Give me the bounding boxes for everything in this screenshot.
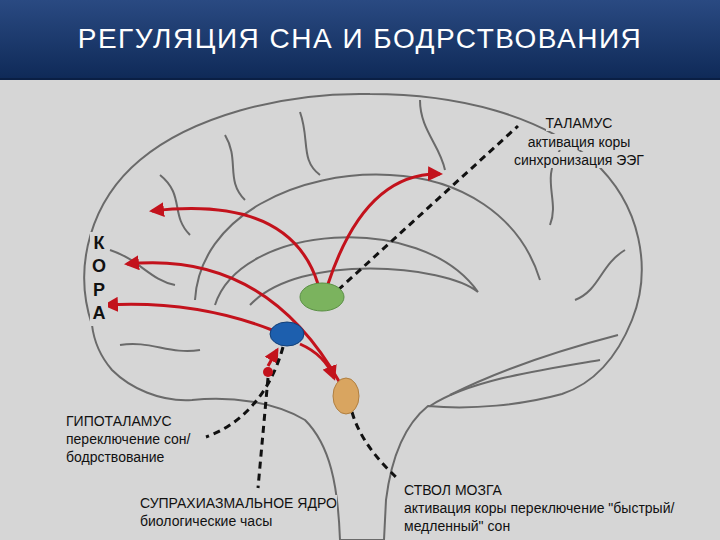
structure-name: ТАЛАМУС — [546, 115, 613, 131]
brainstem-shape — [333, 378, 359, 414]
red-arrow — [328, 174, 440, 284]
function-note: биологические часы — [140, 513, 272, 529]
structure-name: ГИПОТАЛАМУС — [66, 413, 172, 429]
sulcus — [420, 100, 445, 170]
red-arrow — [152, 209, 318, 284]
label-holder: активация коры синхронизация ЭЭГ — [508, 133, 650, 169]
leader-lines — [206, 126, 518, 488]
projection-arrows — [106, 174, 440, 383]
corpus-callosum — [215, 237, 478, 305]
sulcus — [120, 344, 200, 351]
leader-line — [338, 126, 518, 290]
structure-name: СУПРАХИАЗМАЛЬНОЕ ЯДРО — [140, 495, 337, 511]
label-holder: ГИПОТАЛАМУС — [66, 412, 216, 430]
red-arrow — [268, 350, 277, 366]
scn-dot — [263, 367, 273, 377]
leader-line — [352, 412, 397, 478]
label-holder: переключение сон/бодрствование — [66, 430, 201, 466]
sulcus — [300, 112, 320, 175]
thalamus-shape — [300, 283, 344, 311]
function-note: активация коры синхронизация ЭЭГ — [514, 134, 644, 168]
label-holder: биологические часы — [140, 512, 340, 530]
red-arrow — [106, 304, 272, 330]
cerebellum-line — [450, 335, 618, 395]
sulcus — [110, 250, 175, 285]
leader-line — [258, 378, 268, 488]
cortex-label: КОРА — [90, 232, 108, 326]
hypothalamus-shape — [270, 322, 304, 346]
structure-name: СТВОЛ МОЗГА — [404, 482, 502, 498]
label-holder: активация коры переключение "быстрый/мед… — [404, 499, 710, 535]
sulcus — [575, 250, 625, 300]
label-holder: КОРА — [90, 232, 114, 326]
sulcus — [160, 175, 190, 235]
cingulate-gyrus — [195, 175, 540, 300]
red-arrow — [127, 263, 340, 383]
leader-line — [206, 347, 283, 437]
function-note: активация коры переключение "быстрый/мед… — [404, 500, 674, 534]
label-holder: СУПРАХИАЗМАЛЬНОЕ ЯДРО — [140, 494, 340, 512]
label-holder: ТАЛАМУС — [508, 114, 650, 132]
function-note: переключение сон/бодрствование — [66, 431, 190, 465]
label-holder: СТВОЛ МОЗГА — [404, 481, 704, 499]
title-bar: РЕГУЛЯЦИЯ СНА И БОДРСТВОВАНИЯ — [0, 0, 720, 80]
title: РЕГУЛЯЦИЯ СНА И БОДРСТВОВАНИЯ — [0, 0, 720, 78]
red-arrow — [300, 344, 334, 378]
sulcus — [225, 135, 245, 200]
